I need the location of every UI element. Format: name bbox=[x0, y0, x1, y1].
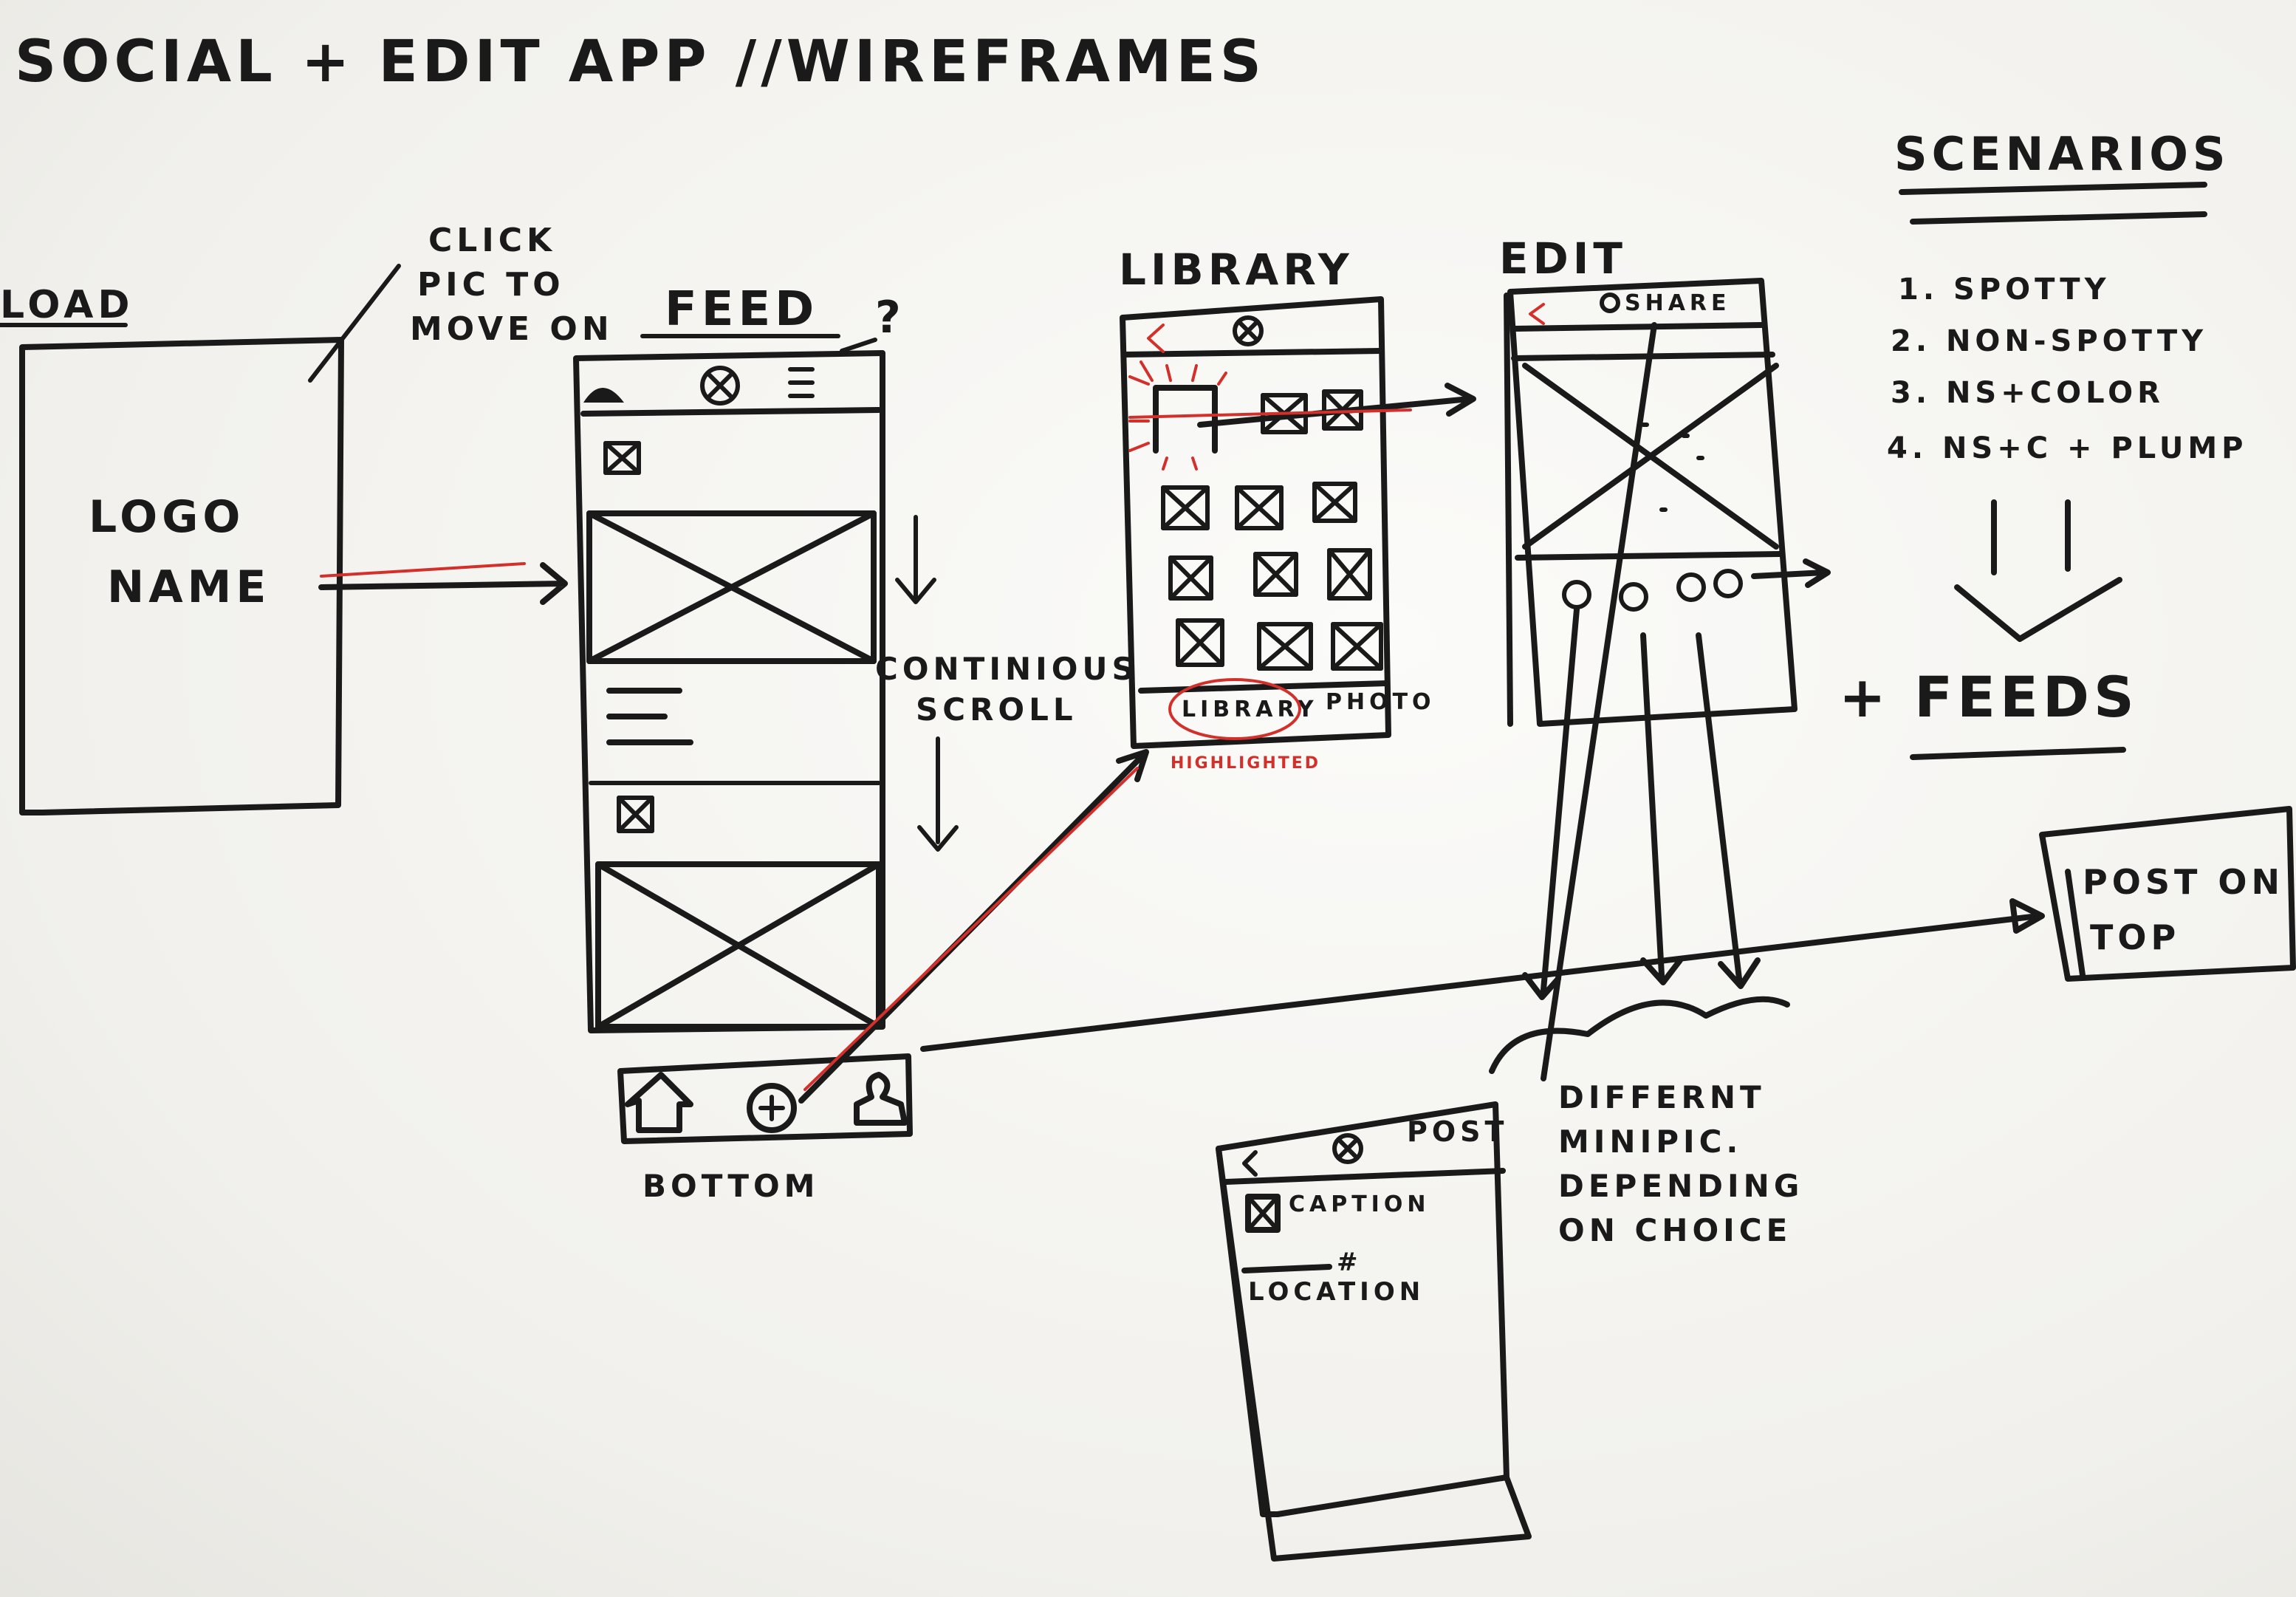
edit-screen: SHARE bbox=[1504, 278, 1798, 1081]
svg-text:MINIPIC.: MINIPIC. bbox=[1558, 1124, 1742, 1160]
back-icon bbox=[1147, 324, 1165, 353]
svg-text:DIFFERNT: DIFFERNT bbox=[1558, 1079, 1766, 1115]
svg-text:DEPENDING: DEPENDING bbox=[1558, 1168, 1803, 1204]
highlighted-note: HIGHLIGHTED bbox=[1171, 754, 1320, 773]
back-icon-2 bbox=[1529, 303, 1545, 325]
svg-text:MOVE ON: MOVE ON bbox=[410, 310, 614, 348]
svg-text:POST ON: POST ON bbox=[2083, 862, 2284, 902]
library-heading: LIBRARY bbox=[1119, 244, 1354, 295]
click-pic-note: CLICK PIC TO MOVE ON bbox=[410, 222, 614, 348]
edit-heading: EDIT bbox=[1499, 233, 1627, 284]
bottom-nav-bar bbox=[617, 1053, 913, 1144]
question-mark: ? bbox=[875, 292, 905, 343]
selected-photo bbox=[1153, 385, 1218, 454]
name-text: NAME bbox=[107, 561, 270, 613]
svg-text:CONTINIOUS: CONTINIOUS bbox=[875, 651, 1139, 687]
add-icon bbox=[747, 1083, 797, 1133]
hashtag-label: # bbox=[1337, 1248, 1363, 1277]
svg-text:SCROLL: SCROLL bbox=[916, 691, 1077, 728]
svg-text:TOP: TOP bbox=[2090, 917, 2180, 957]
scenario-list: 1. SPOTTY 2. NON-SPOTTY 3. NS+COLOR 4. N… bbox=[1887, 273, 2247, 465]
scenario-item: 2. NON-SPOTTY bbox=[1891, 324, 2207, 358]
scenarios-heading: SCENARIOS bbox=[1894, 127, 2230, 181]
logo-icon bbox=[700, 366, 740, 406]
library-screen: LIBRARY PHOTO bbox=[1120, 296, 1436, 749]
back-icon-3 bbox=[1242, 1150, 1258, 1177]
scenario-item: 3. NS+COLOR bbox=[1891, 376, 2165, 410]
sketch-title: SOCIAL + EDIT APP //WIREFRAMES bbox=[15, 29, 1266, 95]
post-title: POST bbox=[1407, 1115, 1508, 1148]
feed-post-image bbox=[586, 510, 877, 664]
menu-icon bbox=[788, 367, 815, 398]
home-icon bbox=[625, 1072, 693, 1133]
tab-photo: PHOTO bbox=[1326, 689, 1436, 715]
post-on-top-box: POST ON TOP bbox=[2009, 806, 2296, 982]
share-label: SHARE bbox=[1625, 290, 1731, 316]
profile-icon bbox=[854, 1072, 908, 1126]
different-minipic-note: DIFFERNT MINIPIC. DEPENDING ON CHOICE bbox=[1558, 1079, 1803, 1248]
bottom-label: BOTTOM bbox=[642, 1168, 819, 1204]
photo-grid bbox=[1161, 389, 1383, 671]
svg-text:PIC TO: PIC TO bbox=[417, 266, 565, 304]
logo-text: LOGO bbox=[89, 491, 244, 543]
svg-text:CLICK: CLICK bbox=[428, 222, 556, 259]
feed-screen bbox=[573, 350, 885, 1033]
scenario-item: 4. NS+C + PLUMP bbox=[1887, 431, 2247, 465]
location-label: LOCATION bbox=[1248, 1277, 1425, 1307]
caption-label: CAPTION bbox=[1289, 1191, 1430, 1217]
camera-icon bbox=[583, 388, 624, 403]
filter-thumbnails bbox=[1562, 569, 1743, 612]
load-heading: LOAD bbox=[0, 283, 134, 327]
tab-library: LIBRARY bbox=[1182, 697, 1318, 722]
load-screen: LOGO NAME bbox=[19, 337, 344, 815]
svg-text:ON CHOICE: ON CHOICE bbox=[1558, 1212, 1792, 1248]
feeds-label: + FEEDS bbox=[1839, 664, 2139, 730]
post-screen: POST CAPTION # LOCATION bbox=[1216, 1101, 1532, 1562]
continuous-scroll-note: CONTINIOUS SCROLL bbox=[875, 651, 1139, 728]
scenario-item: 1. SPOTTY bbox=[1898, 273, 2111, 307]
feed-post-image-2 bbox=[595, 861, 882, 1030]
feed-heading: FEED bbox=[665, 282, 818, 337]
